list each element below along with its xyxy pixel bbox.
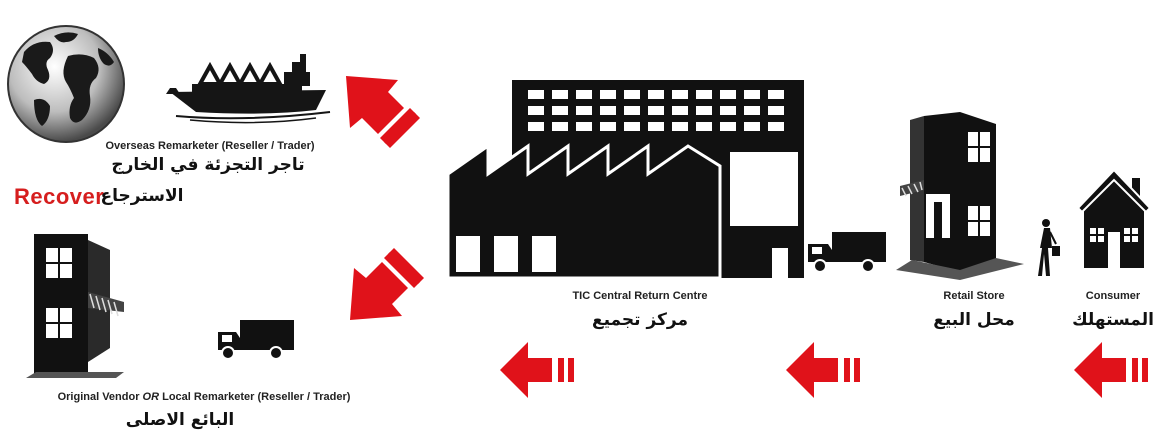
arrow-left-3-icon bbox=[1074, 342, 1148, 398]
arrow-left-2-icon bbox=[786, 342, 860, 398]
arrow-to-vendor-icon bbox=[350, 248, 424, 320]
vendor-label-ar: البائع الاصلى bbox=[125, 410, 235, 430]
truck-icon bbox=[808, 232, 886, 273]
vendor-label-part2: Local Remarketer (Reseller / Trader) bbox=[159, 391, 351, 403]
arrow-to-overseas-icon bbox=[346, 76, 420, 148]
vendor-label-part1: Original Vendor bbox=[57, 391, 143, 403]
retail-label-en: Retail Store bbox=[943, 290, 1005, 302]
consumer-label-ar: المستهلك bbox=[1072, 310, 1154, 330]
centre-label-en: TIC Central Return Centre bbox=[572, 290, 708, 302]
store-building-icon bbox=[896, 112, 1024, 280]
cargo-ship-icon bbox=[166, 54, 331, 124]
globe-icon bbox=[7, 25, 125, 143]
vendor-building-icon bbox=[26, 234, 124, 378]
arrow-left-1-icon bbox=[500, 342, 574, 398]
overseas-label-ar: تاجر التجزئة في الخارج bbox=[111, 155, 305, 175]
recover-label-ar: الاسترجاع bbox=[100, 186, 184, 206]
recover-label-en: Recover bbox=[14, 184, 105, 209]
factory-icon bbox=[448, 80, 804, 280]
truck-icon bbox=[218, 320, 294, 360]
house-icon bbox=[1076, 168, 1152, 268]
vendor-label-or: OR bbox=[142, 391, 160, 403]
overseas-label-en: Overseas Remarketer (Reseller / Trader) bbox=[105, 140, 315, 152]
retail-label-ar: محل البيع bbox=[933, 310, 1015, 330]
consumer-label-en: Consumer bbox=[1085, 290, 1141, 302]
person-icon bbox=[1038, 219, 1060, 276]
centre-label-ar: مركز تجميع bbox=[591, 310, 689, 330]
vendor-label-en: Original Vendor OR Local Remarketer (Res… bbox=[58, 391, 351, 403]
